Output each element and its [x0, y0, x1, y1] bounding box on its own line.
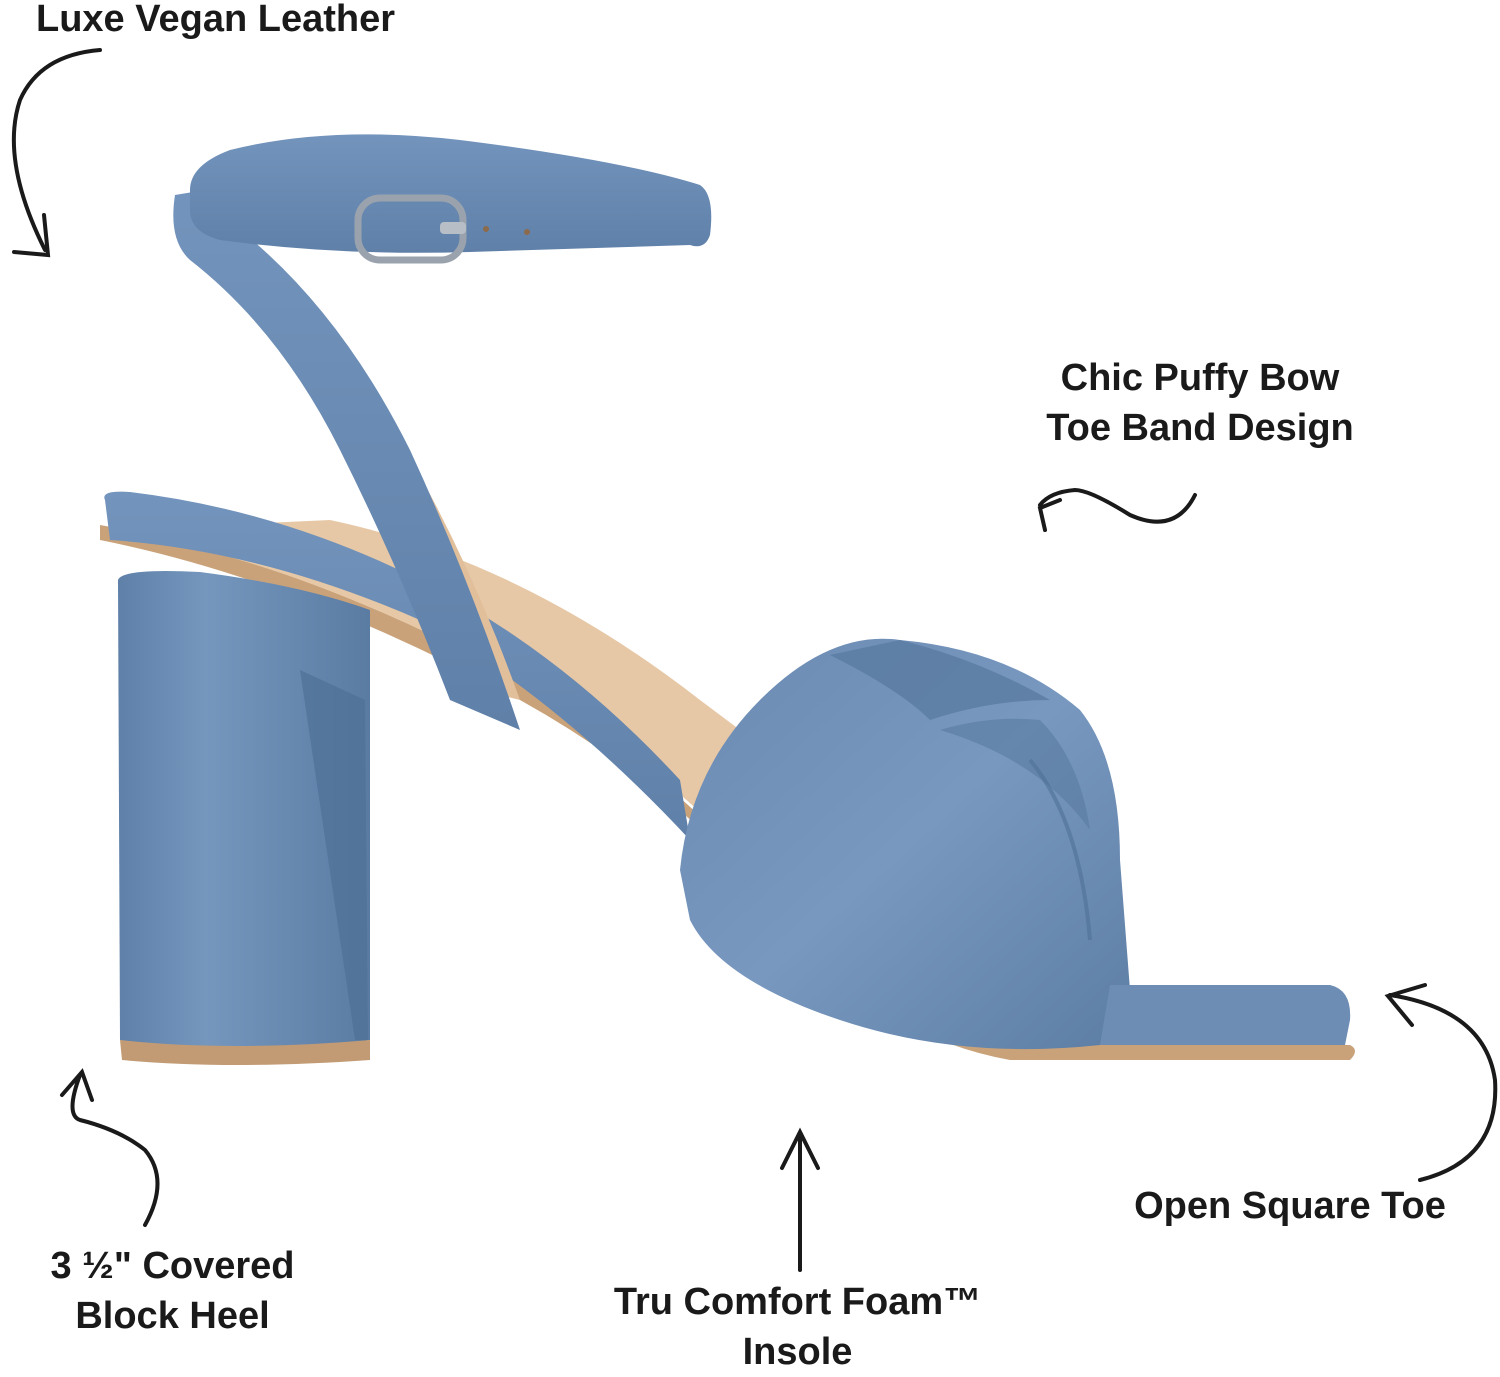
- callout-heel-line1: 3 ½" Covered: [50, 1245, 295, 1287]
- strap-hole: [524, 229, 530, 235]
- callout-insole-line2: Insole: [742, 1331, 853, 1373]
- callout-toe-text: Open Square Toe: [1134, 1185, 1446, 1227]
- callout-block-heel: 3 ½" Covered Block Heel: [20, 1241, 325, 1341]
- buckle-prong: [440, 222, 466, 234]
- callout-open-square-toe: Open Square Toe: [1100, 1181, 1480, 1231]
- quarter-strap: [173, 190, 520, 730]
- bow-fold: [830, 640, 1050, 720]
- heel-toplift: [120, 1040, 370, 1065]
- square-toe: [1100, 985, 1351, 1045]
- callout-heel-line2: Block Heel: [75, 1295, 270, 1337]
- arrow-toe-icon: [1384, 983, 1498, 1182]
- callout-insole-line1: Tru Comfort Foam™: [613, 1281, 982, 1323]
- arrow-heel-icon: [60, 1068, 160, 1227]
- arrow-bow-icon: [1037, 487, 1197, 532]
- callout-leather-text: Luxe Vegan Leather: [36, 0, 396, 40]
- ankle-strap: [190, 134, 712, 253]
- heel-side-shadow: [300, 670, 368, 1040]
- callout-puffy-bow: Chic Puffy Bow Toe Band Design: [1000, 353, 1400, 453]
- bow-fold: [940, 718, 1090, 830]
- heel-counter: [104, 491, 691, 840]
- bow-crease: [1028, 758, 1092, 941]
- arrow-insole-icon: [780, 1127, 820, 1272]
- arrow-leather-icon: [11, 48, 102, 258]
- strap-hole: [483, 226, 489, 232]
- puffy-bow: [680, 638, 1130, 1050]
- callout-bow-line1: Chic Puffy Bow: [1060, 357, 1340, 399]
- callout-insole: Tru Comfort Foam™ Insole: [560, 1277, 1035, 1377]
- callout-luxe-vegan-leather: Luxe Vegan Leather: [36, 0, 395, 44]
- callout-bow-line2: Toe Band Design: [1046, 407, 1354, 449]
